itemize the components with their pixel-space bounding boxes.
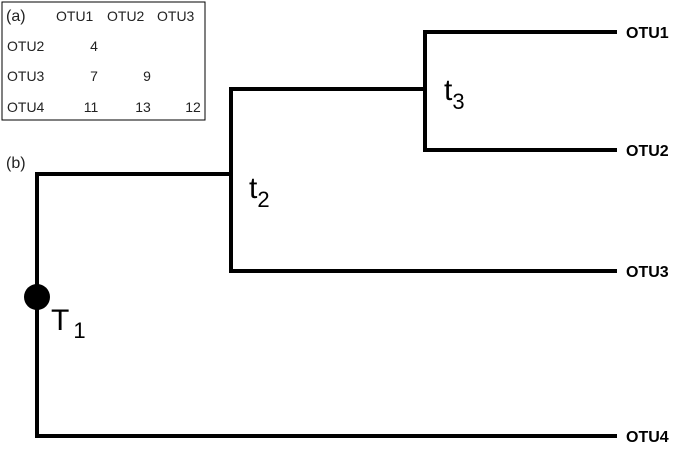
matrix-border <box>1 1 206 121</box>
leaf-label: OTU4 <box>626 429 669 446</box>
matrix-row-header: OTU3 <box>7 68 45 84</box>
matrix-cell: 9 <box>143 68 151 84</box>
matrix-cell: 11 <box>84 99 99 115</box>
panel-a-label: (a) <box>6 8 26 25</box>
root-node-dot <box>24 284 50 310</box>
leaf-label: OTU1 <box>626 25 669 42</box>
matrix-cell: 4 <box>90 38 98 54</box>
matrix-col-header: OTU2 <box>107 8 145 24</box>
node-label-t3: t3 <box>444 74 465 114</box>
matrix-col-header: OTU1 <box>56 8 94 24</box>
matrix-cell: 7 <box>90 68 98 84</box>
distance-matrix: (a) OTU1 OTU2 OTU3 OTU2 4 OTU3 7 9 OTU4 … <box>1 1 206 121</box>
matrix-row-header: OTU2 <box>7 38 45 54</box>
leaf-label: OTU2 <box>626 143 669 160</box>
matrix-col-header: OTU3 <box>157 8 195 24</box>
panel-b-label: (b) <box>6 155 26 172</box>
node-label-t2: t2 <box>249 172 270 212</box>
matrix-row-header: OTU4 <box>7 99 45 115</box>
leaf-label: OTU3 <box>626 264 669 281</box>
matrix-cell: 12 <box>185 99 201 115</box>
matrix-cell: 13 <box>135 99 151 115</box>
